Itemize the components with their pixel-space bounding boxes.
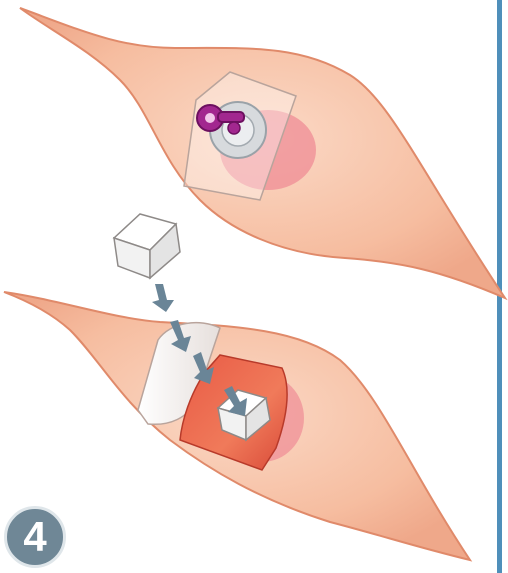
down-arrow-icon	[152, 284, 174, 312]
top-cell	[20, 8, 505, 298]
bottom-cell	[4, 292, 470, 560]
step-number-badge: 4	[4, 506, 66, 568]
sugar-cube-icon	[114, 214, 180, 278]
